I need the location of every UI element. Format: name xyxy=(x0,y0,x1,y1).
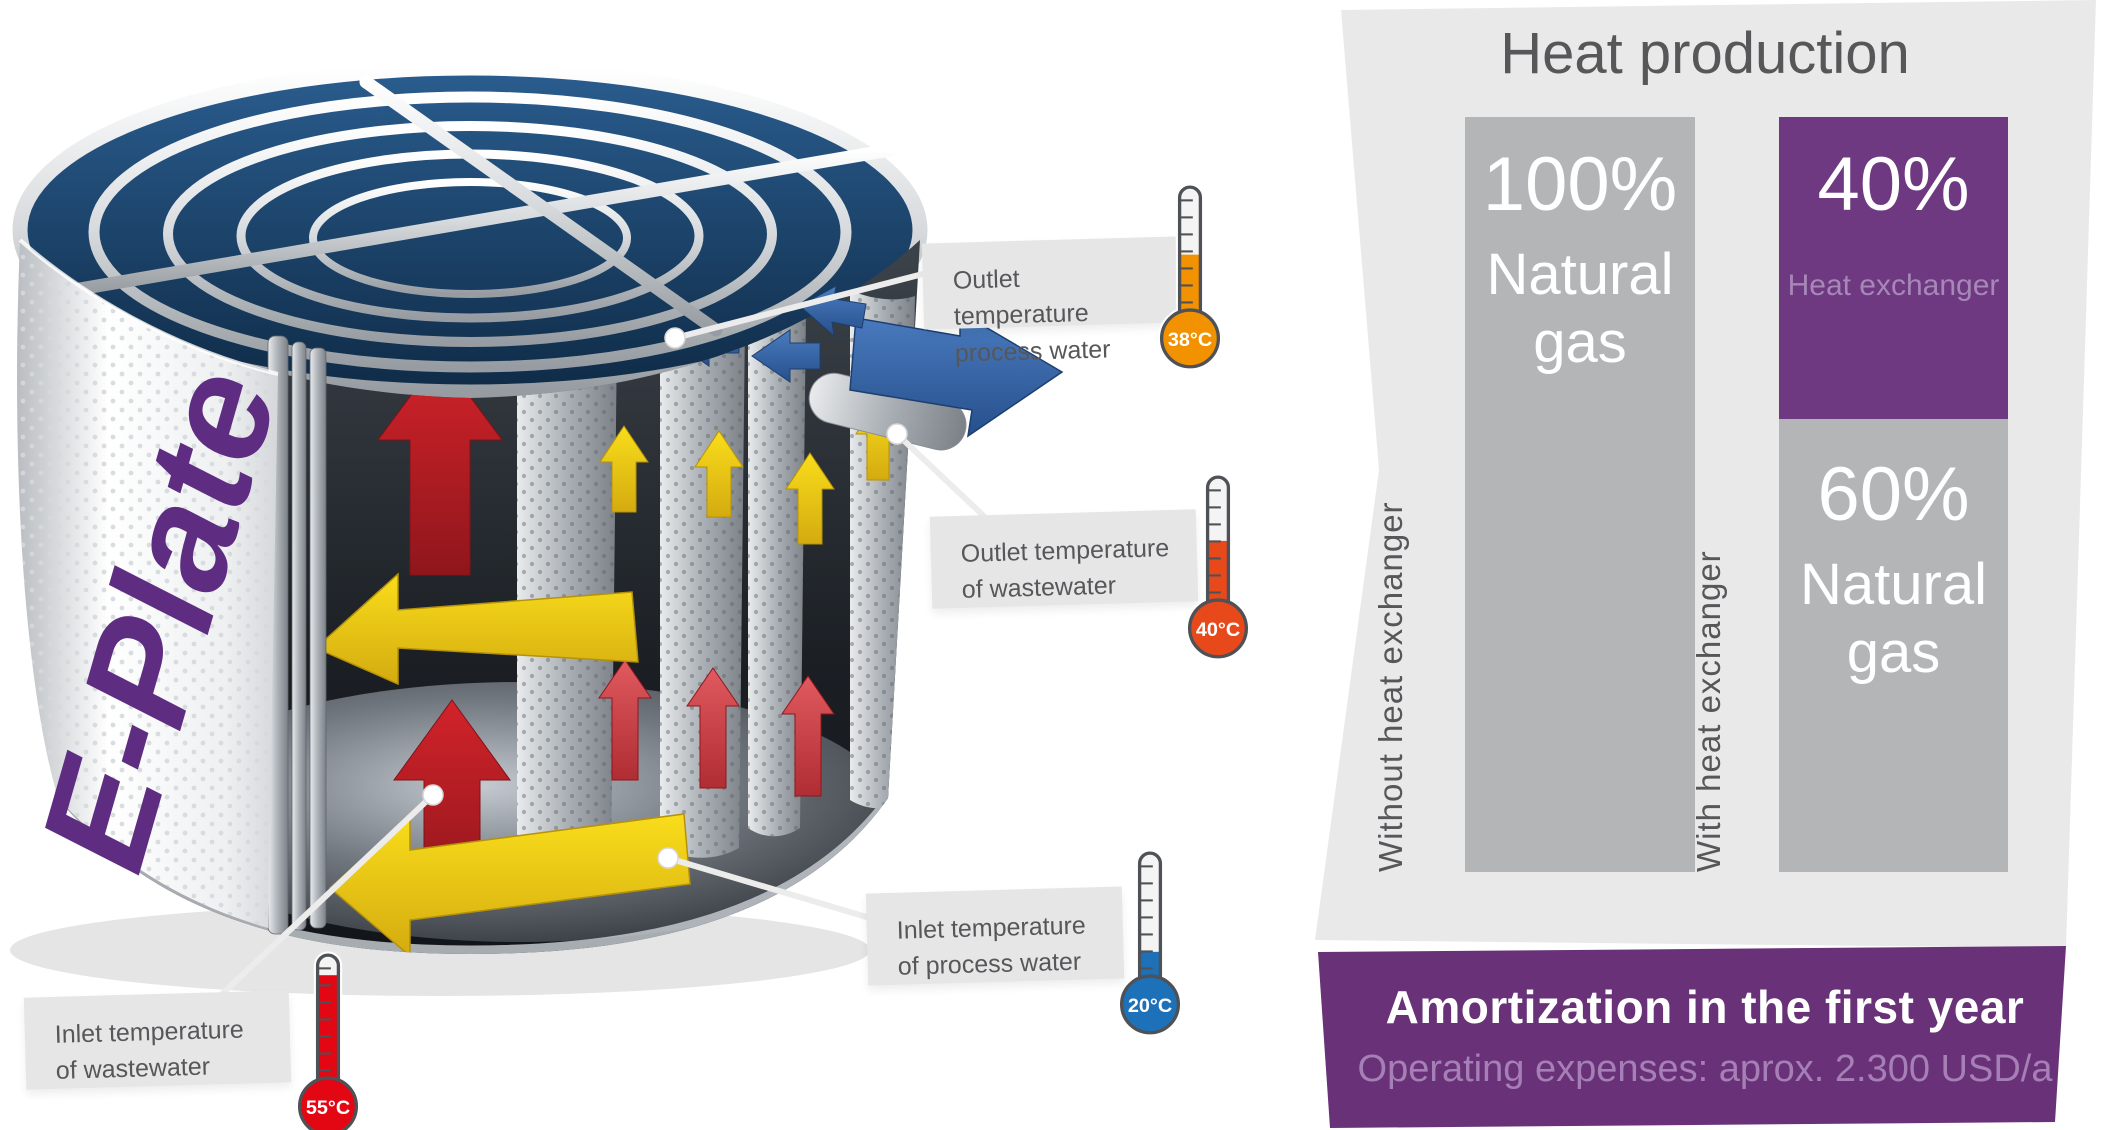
thermometer-value: 38°C xyxy=(1168,329,1212,351)
amortization-banner: Amortization in the first year Operating… xyxy=(1318,946,2066,1128)
bar-label: gas xyxy=(1533,310,1627,376)
banner-subtitle: Operating expenses: aprox. 2.300 USD/a xyxy=(1357,1048,2053,1090)
callout-text-line: of wastewater xyxy=(55,1052,211,1086)
thermometer-icon: 38°C xyxy=(1157,183,1223,371)
bar-with-heat-exchanger: 40% Heat exchanger 60% Natural gas xyxy=(1779,117,2008,872)
axis-label-with-heat-exchanger: With heat exchanger xyxy=(1690,550,1727,872)
big-yellow-arrows xyxy=(314,572,691,954)
bar-value: 100% xyxy=(1482,142,1678,227)
outer-shell: E-Plate xyxy=(7,238,309,928)
blue-outlet-arrow xyxy=(849,310,1064,438)
callout-inlet-process-water: Inlet temperature of process water xyxy=(865,886,1125,986)
banner-title: Amortization in the first year xyxy=(1385,981,2025,1033)
bar-value: 40% xyxy=(1817,142,1970,227)
axis-label-without-heat-exchanger: Without heat exchanger xyxy=(1372,501,1409,872)
small-red-arrows xyxy=(598,659,835,797)
heat-exchanger-tank-illustration: E-Plate xyxy=(7,60,1064,999)
callout-text-line: Inlet temperature xyxy=(54,1015,245,1049)
thermometer-icon: 20°C xyxy=(1117,849,1183,1037)
support-bar xyxy=(359,75,723,337)
support-bar xyxy=(55,143,897,299)
callout-text-line: of wastewater xyxy=(961,571,1117,605)
bar-value: 60% xyxy=(1817,452,1970,537)
bar-segment-natural-gas-60: 60% Natural gas xyxy=(1779,419,2008,872)
tank-top-rings xyxy=(12,60,928,400)
bar-label: Heat exchanger xyxy=(1787,268,2000,302)
thermometer-value: 40°C xyxy=(1196,619,1240,641)
bar-segment-natural-gas-100: 100% Natural gas xyxy=(1465,117,1695,872)
bar-segment-heat-exchanger-40: 40% Heat exchanger xyxy=(1779,117,2008,419)
callout-text-line: Outlet temperature xyxy=(952,264,1090,331)
bar-without-heat-exchanger: 100% Natural gas xyxy=(1465,117,1695,872)
callout-outlet-wastewater: Outlet temperature of wastewater xyxy=(929,509,1199,609)
thermometer-icon: 55°C xyxy=(295,951,361,1130)
thermometer-value: 55°C xyxy=(306,1097,350,1119)
callout-text-line: Inlet temperature xyxy=(896,911,1087,945)
small-yellow-arrows xyxy=(599,399,901,545)
callout-text-line: process water xyxy=(954,334,1111,368)
plate-edge-strips xyxy=(267,335,327,935)
outlet-pipe xyxy=(799,285,1064,451)
callout-text-line: Outlet temperature xyxy=(960,534,1170,568)
thermometer-value: 20°C xyxy=(1128,995,1172,1017)
bar-label: Natural xyxy=(1486,241,1674,307)
callout-text-line: of process water xyxy=(897,947,1082,981)
thermometer-icon: 40°C xyxy=(1185,473,1251,661)
callout-lines xyxy=(217,265,991,999)
callout-inlet-wastewater: Inlet temperature of wastewater xyxy=(23,990,292,1090)
bar-label: gas xyxy=(1846,620,1941,686)
callout-dots xyxy=(422,327,908,869)
bar-label: Natural xyxy=(1800,551,1987,617)
chart-title: Heat production xyxy=(1500,21,1910,86)
